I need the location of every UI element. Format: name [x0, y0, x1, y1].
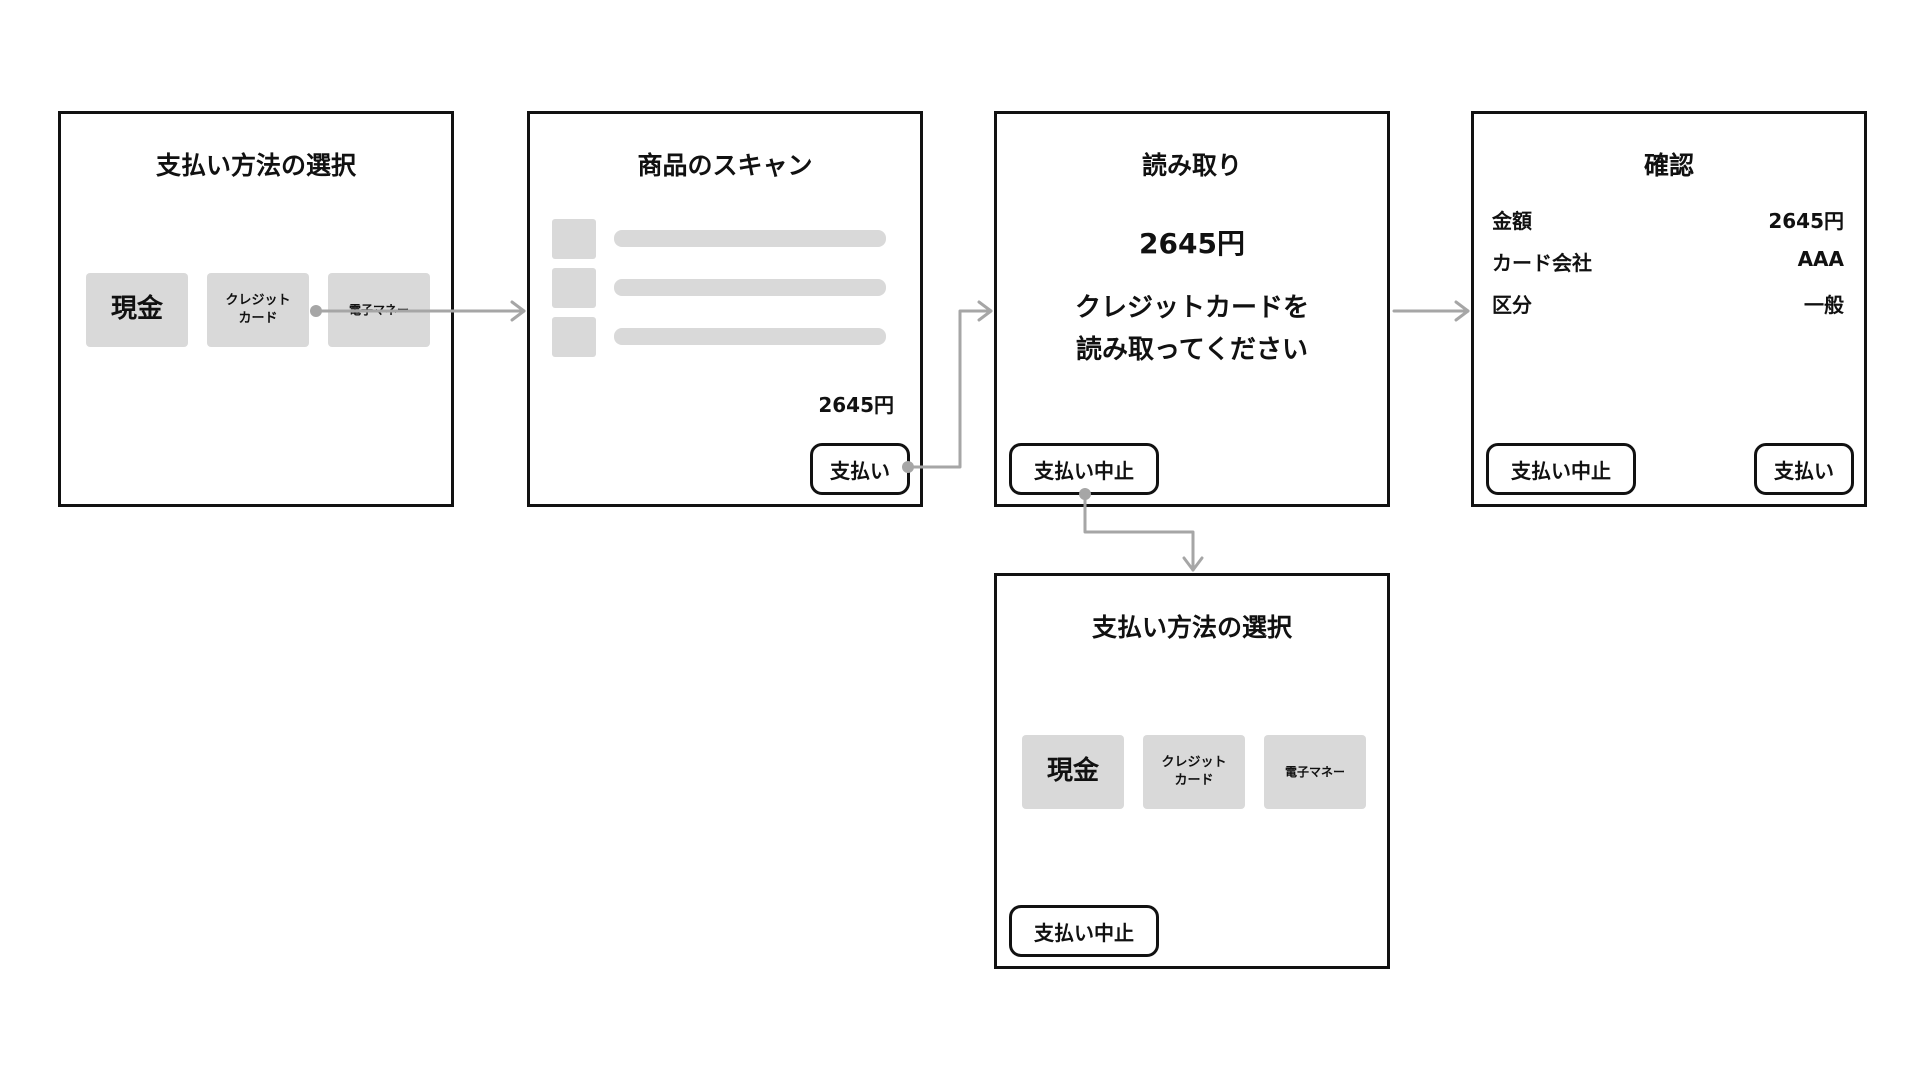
payment-amount: 2645円 — [1139, 227, 1245, 260]
item-thumbnail — [552, 268, 596, 308]
item-thumbnail — [552, 219, 596, 259]
cash-tile[interactable]: 現金 — [1022, 735, 1124, 809]
emoney-tile[interactable]: 電子マネー — [328, 273, 430, 347]
total-amount: 2645円 — [818, 393, 894, 417]
confirm-value: AAA — [1797, 247, 1844, 271]
item-row-placeholder — [614, 230, 886, 247]
cancel-payment-button[interactable]: 支払い中止 — [1486, 443, 1636, 495]
screen-confirm: 確認 金額 2645円 カード会社 AAA 区分 一般 支払い中止 支払い — [1471, 111, 1867, 507]
confirm-label: 区分 — [1492, 293, 1532, 317]
confirm-row-card-company: カード会社 AAA — [1492, 247, 1844, 276]
credit-card-tile[interactable]: クレジット カード — [207, 273, 309, 347]
screen-payment-select-after-cancel: 支払い方法の選択 現金 クレジット カード 電子マネー 支払い中止 — [994, 573, 1390, 969]
confirm-label: カード会社 — [1492, 251, 1592, 275]
connector-arrowhead — [977, 300, 993, 322]
screen-title: 確認 — [1643, 151, 1694, 180]
read-instruction: クレジットカードを 読み取ってください — [1074, 293, 1309, 365]
pay-button[interactable]: 支払い — [810, 443, 910, 495]
screen-product-scan: 商品のスキャン 2645円 支払い — [527, 111, 923, 507]
screen-title: 商品のスキャン — [637, 151, 813, 180]
screen-title: 支払い方法の選択 — [1091, 613, 1292, 642]
screen-payment-select: 支払い方法の選択 現金 クレジット カード 電子マネー — [58, 111, 454, 507]
confirm-value: 一般 — [1804, 293, 1844, 317]
confirm-row-amount: 金額 2645円 — [1492, 205, 1844, 234]
screen-card-read: 読み取り 2645円 クレジットカードを 読み取ってください 支払い中止 — [994, 111, 1390, 507]
confirm-label: 金額 — [1492, 209, 1532, 233]
pay-button[interactable]: 支払い — [1754, 443, 1854, 495]
confirm-value: 2645円 — [1768, 209, 1844, 233]
connector-arrowhead — [1182, 556, 1204, 572]
cancel-payment-button[interactable]: 支払い中止 — [1009, 443, 1159, 495]
connector-arrowhead — [1454, 300, 1470, 322]
connector-arrowhead — [510, 300, 526, 322]
item-thumbnail — [552, 317, 596, 357]
cancel-payment-button[interactable]: 支払い中止 — [1009, 905, 1159, 957]
cash-tile[interactable]: 現金 — [86, 273, 188, 347]
item-row-placeholder — [614, 328, 886, 345]
screen-title: 読み取り — [1141, 151, 1242, 180]
emoney-tile[interactable]: 電子マネー — [1264, 735, 1366, 809]
item-row-placeholder — [614, 279, 886, 296]
credit-card-tile[interactable]: クレジット カード — [1143, 735, 1245, 809]
confirm-row-category: 区分 一般 — [1492, 289, 1844, 318]
screen-title: 支払い方法の選択 — [155, 151, 356, 180]
